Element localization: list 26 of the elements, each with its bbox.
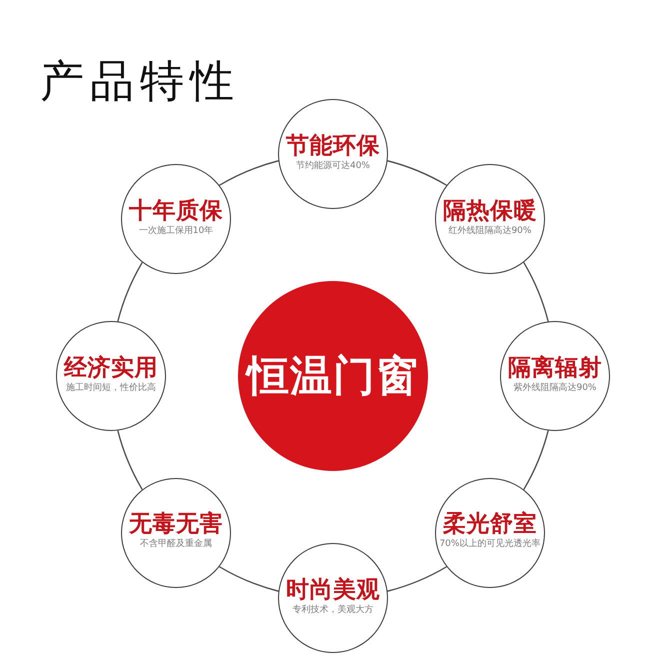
ring-arc (387, 566, 447, 592)
feature-description: 70%以上的可见光透光率 (439, 538, 540, 550)
feature-description: 一次施工保用10年 (138, 224, 214, 237)
feature-description: 施工时间短，性价比高 (66, 382, 156, 394)
feature-title: 无毒无害 (129, 511, 224, 538)
ring-arc (219, 566, 279, 592)
feature-title: 十年质保 (129, 198, 224, 224)
feature-title: 隔热保暖 (442, 198, 537, 224)
ring-arc (523, 262, 549, 322)
feature-title: 隔离辐射 (508, 354, 602, 380)
page-title: 产品特性 (40, 55, 240, 109)
feature-title: 经济实用 (64, 354, 158, 380)
feature-title: 节能环保 (286, 132, 380, 158)
ring-arc (117, 430, 143, 490)
feature-description: 红外线阻隔高达90% (448, 224, 532, 237)
feature-title: 柔光舒室 (442, 511, 537, 538)
feature-description: 节约能源可达40% (296, 160, 370, 172)
center-title: 恒温门窗 (247, 351, 419, 401)
ring-arc (387, 160, 447, 186)
ring-arc (219, 160, 279, 186)
feature-description: 不含甲醛及重金属 (140, 538, 212, 550)
feature-title: 时尚美观 (286, 576, 380, 602)
feature-description: 专利技术，美观大方 (292, 604, 374, 616)
feature-description: 紫外线阻隔高达90% (513, 382, 596, 394)
ring-arc (117, 262, 143, 322)
ring-arc (523, 430, 549, 490)
